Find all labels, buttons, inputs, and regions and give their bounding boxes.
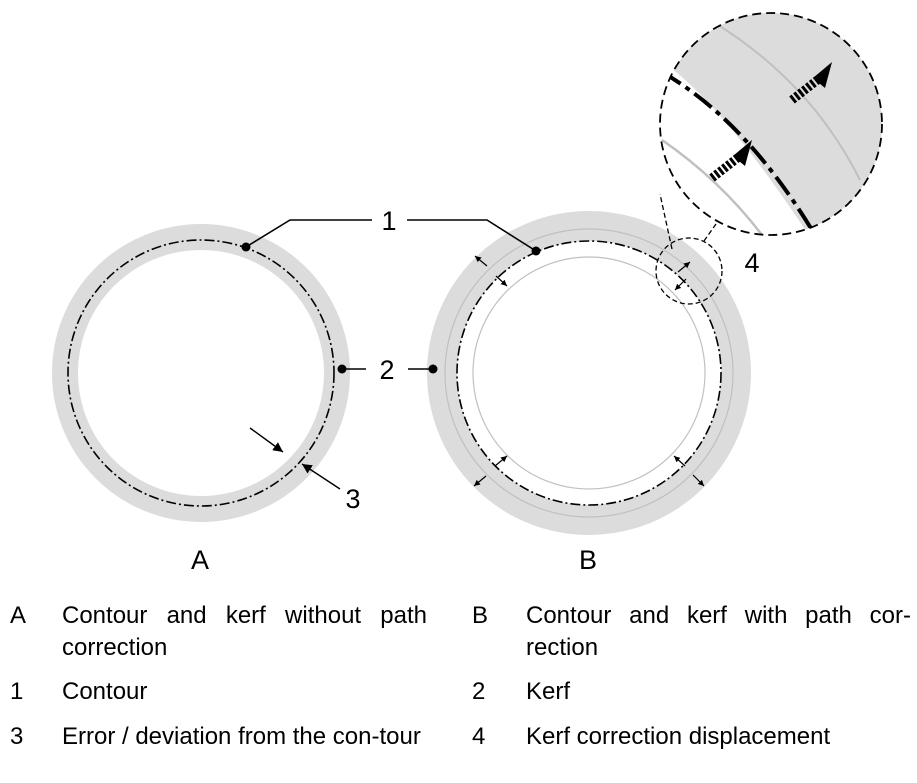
contour-a bbox=[67, 239, 335, 507]
displacement-arrow bbox=[673, 455, 686, 467]
magnifier-circle bbox=[659, 12, 883, 236]
contour-b bbox=[456, 240, 722, 506]
magnified-detail bbox=[659, 12, 883, 250]
kerf-ring-a bbox=[52, 224, 350, 522]
legend-key-3: 3 bbox=[10, 723, 24, 750]
kerf-diagram: 1 2 3 4 A B bbox=[52, 12, 883, 575]
legend-text-a: Contour and kerf without path correction bbox=[62, 602, 427, 661]
leader-lines bbox=[245, 219, 537, 370]
magnifier-connector bbox=[659, 193, 673, 250]
kerf-ring-b bbox=[427, 211, 751, 535]
magnified-arrow-shaft bbox=[709, 152, 743, 182]
figure-label-a: A bbox=[191, 545, 209, 575]
legend-text-4: Kerf correction displacement bbox=[526, 723, 831, 750]
callout-4: 4 bbox=[744, 248, 759, 278]
outer-thin-line-b bbox=[444, 228, 734, 518]
legend-key-4: 4 bbox=[472, 723, 486, 750]
legend-key-1: 1 bbox=[10, 678, 24, 705]
displacement-arrow bbox=[692, 474, 705, 487]
displacement-arrow bbox=[494, 455, 508, 467]
magnified-arrow-head bbox=[733, 140, 752, 166]
displacement-arrow bbox=[677, 261, 691, 273]
legend-text-2: Kerf bbox=[526, 678, 571, 705]
deviation-arrow-inner bbox=[301, 463, 341, 490]
callout-3: 3 bbox=[345, 484, 360, 514]
displacement-arrow bbox=[674, 278, 687, 291]
inner-thin-line-b bbox=[472, 256, 706, 490]
leader-1-right bbox=[407, 219, 537, 252]
detail-circle bbox=[655, 237, 723, 305]
leader-1-left bbox=[245, 219, 372, 248]
deviation-arrow-outer bbox=[249, 427, 284, 453]
legend-key-b: B bbox=[472, 602, 489, 629]
magnified-inner-line bbox=[661, 138, 763, 235]
legend-text-b: Contour and kerf with path cor-rection bbox=[526, 602, 911, 661]
callout-2: 2 bbox=[379, 355, 394, 385]
displacement-arrow bbox=[474, 255, 488, 267]
displacement-arrow bbox=[495, 275, 508, 287]
figure-label-b: B bbox=[579, 545, 597, 575]
magnified-kerf bbox=[660, 13, 882, 235]
figure-a bbox=[52, 224, 350, 522]
legend-key-a: A bbox=[10, 602, 27, 629]
magnifier-connector bbox=[703, 223, 717, 242]
callout-1: 1 bbox=[381, 206, 396, 236]
legend-key-2: 2 bbox=[472, 678, 486, 705]
figure-b bbox=[427, 211, 751, 535]
legend-text-1: Contour bbox=[62, 678, 148, 705]
displacement-arrow bbox=[473, 475, 487, 487]
magnified-arrow-shaft bbox=[789, 74, 823, 104]
legend-text-3: Error / deviation from the con-tour bbox=[62, 723, 421, 750]
